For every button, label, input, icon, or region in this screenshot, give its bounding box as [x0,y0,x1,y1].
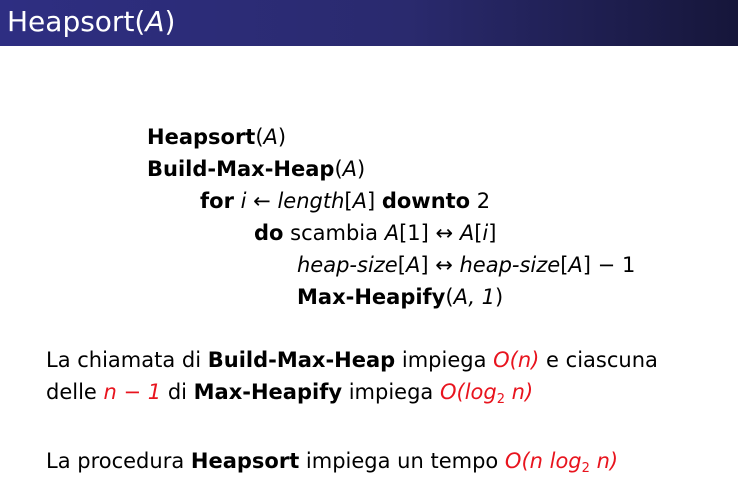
max-heapify-call: Max-Heapify [297,285,446,309]
build-max-heap-call: Build-Max-Heap [147,157,335,181]
assign-arrow: ← [253,189,271,213]
p1-build-max-heap: Build-Max-Heap [207,348,396,372]
p2-t2: impiega un tempo [299,449,505,473]
p2-nlog-b: n) [589,449,619,473]
swap-arr1: A [384,221,400,245]
title-name: Heapsort [7,5,135,38]
p2-big-o-nlogn: O(n log2 n) [504,449,619,476]
p1-t5: di [161,380,194,404]
complexity-text-line1: La chiamata di Build-Max-Heap impiega O(… [46,345,658,375]
length-fn: length [277,189,345,213]
kw-do: do [254,221,284,245]
p1-t3: e ciascuna [539,348,658,372]
heap-size-minus: − 1 [597,253,636,277]
p2-nlog-a: O(n log [504,449,582,473]
heapsort-time-text: La procedura Heapsort impiega un tempo O… [46,446,618,484]
algo-line-for: for i ← length[A] downto 2 [200,189,491,213]
title-arg: A [145,5,165,38]
p1-big-o-log: O(log2 n) [439,380,534,407]
p1-t1: La chiamata di [46,348,208,372]
p1-t6: impiega [342,380,440,404]
algo-line-heapsize: heap-size[A] ↔ heap-size[A] − 1 [297,253,636,277]
algo-header-name: Heapsort [147,125,256,149]
swap-arr2: A [459,221,475,245]
heap-size-arrow: ↔ [435,253,453,277]
p1-max-heapify: Max-Heapify [193,380,343,404]
swap-arrow: ↔ [435,221,454,245]
p1-t2: impiega [395,348,494,372]
swap-idx2: i [482,221,489,245]
algo-line-build: Build-Max-Heap(A) [147,157,366,181]
slide-title: Heapsort(A) [7,5,176,38]
heap-size-lhs-arg: A [405,253,421,277]
kw-downto: downto [381,189,471,213]
swap-verb: scambia [290,221,379,245]
complexity-text-line2: delle n − 1 di Max-Heapify impiega O(log… [46,377,533,415]
algo-line-do: do scambia A[1] ↔ A[i] [254,221,497,245]
p1-log-b: n) [505,380,534,404]
kw-for: for [200,189,234,213]
p1-n-minus-1: n − 1 [103,380,162,404]
heap-size-lhs: heap-size [297,253,398,277]
swap-idx1: 1 [407,221,421,245]
p2-heapsort: Heapsort [190,449,300,473]
heap-size-rhs-arg: A [568,253,583,277]
p1-big-o-n: O(n) [493,348,540,372]
length-arg: A [352,189,367,213]
heap-size-rhs: heap-size [459,253,561,277]
build-arg: A [342,157,358,181]
p2-t1: La procedura [46,449,191,473]
algo-header-arg: A [263,125,278,149]
p1-log-base: 2 [496,392,505,407]
p1-t4: delle [46,380,104,404]
slide-title-bar: Heapsort(A) [0,0,738,46]
loop-end: 2 [476,189,491,213]
p2-log-base: 2 [581,461,590,476]
algo-line-heapify: Max-Heapify(A, 1) [297,285,504,309]
algo-header: Heapsort(A) [147,125,287,149]
heapify-args: A, 1 [453,285,496,309]
loop-var: i [240,189,247,213]
p1-log-a: O(log [439,380,497,404]
